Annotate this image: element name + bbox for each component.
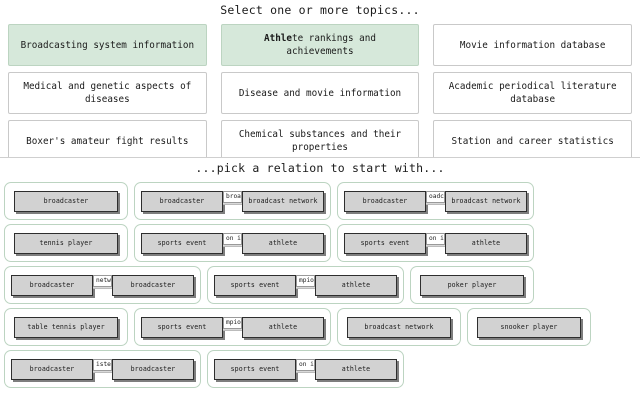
relations-scroll-area[interactable]: broadcasterbroadcasterbroadcast abroadca… [0, 180, 640, 414]
topic-card-label: Chemical substances and their properties [238, 129, 402, 153]
relation-card[interactable]: table tennis player [4, 308, 128, 346]
topic-card[interactable]: Athlete rankings and achievements [220, 24, 420, 66]
relation-card[interactable]: tennis player [4, 224, 128, 262]
relation-node-right: athlete [315, 358, 397, 380]
relation-card[interactable]: sports eventmpion in douathlete [207, 266, 404, 304]
topic-card-label: Boxer's amateur fight results [26, 135, 189, 147]
relation-node-left: broadcaster [141, 190, 223, 212]
topics-grid: Broadcasting system information Athlete r… [0, 22, 640, 157]
relation-node-left: sports event [214, 358, 296, 380]
relation-edge: on in double [426, 232, 445, 254]
relation-node-left: sports event [344, 232, 426, 254]
relation-node-right: athlete [315, 274, 397, 296]
relation-edge: mpion in dou [296, 274, 315, 296]
relation-edge: on in double [296, 358, 315, 380]
relation-node-right: broadcast network [242, 190, 324, 212]
topic-card[interactable]: Broadcasting system information [8, 24, 207, 66]
topic-card-label: Disease and movie information [238, 87, 402, 99]
relation-card[interactable]: broadcaster [4, 182, 128, 220]
relation-node-left: sports event [141, 232, 223, 254]
relation-edge-label: ister statio [93, 359, 112, 371]
relation-node-right: athlete [242, 316, 324, 338]
relation-node-left: broadcast network [347, 316, 451, 338]
relation-edge-label: mpion in sin [223, 317, 242, 329]
relation-edge-label: oadcast netw [426, 191, 445, 203]
topics-heading: Select one or more topics... [220, 3, 420, 17]
relation-edge: oadcast netw [426, 190, 445, 212]
relation-card[interactable]: poker player [410, 266, 534, 304]
topic-card[interactable]: Boxer's amateur fight results [8, 120, 207, 157]
relation-card[interactable]: sports eventmpion in sinathlete [134, 308, 331, 346]
topic-card[interactable]: Medical and genetic aspects of diseases [8, 72, 207, 114]
relation-node-right: athlete [242, 232, 324, 254]
topics-scroll-area[interactable]: Broadcasting system information Athlete r… [0, 22, 640, 158]
relation-edge-label: mpion in dou [296, 275, 315, 287]
topic-card[interactable]: Station and career statistics [433, 120, 632, 157]
relation-node-left: poker player [420, 274, 524, 296]
relation-node-right: broadcaster [112, 358, 194, 380]
relation-edge-label: on in double [296, 359, 315, 371]
relations-heading: ...pick a relation to start with... [195, 161, 445, 175]
relation-edge-label: on in double [426, 233, 445, 245]
topic-card-label: Movie information database [459, 39, 606, 51]
relation-node-left: sports event [141, 316, 223, 338]
topic-card[interactable]: Movie information database [433, 24, 632, 66]
topic-card-label: Athlete rankings and achievements [264, 33, 376, 57]
relation-edge: ister statio [93, 358, 112, 380]
relation-edge-label: broadcast a [223, 191, 242, 203]
relation-node-left: broadcaster [14, 190, 118, 212]
relation-node-left: broadcaster [11, 358, 93, 380]
relation-edge: mpion in sin [223, 316, 242, 338]
topic-card-label: Medical and genetic aspects of diseases [23, 81, 192, 105]
relation-node-left: broadcaster [11, 274, 93, 296]
relation-node-left: sports event [214, 274, 296, 296]
relation-node-right: broadcast network [445, 190, 527, 212]
topic-card-label: Broadcasting system information [20, 39, 195, 51]
relation-card[interactable]: broadcasterister statiobroadcaster [4, 350, 201, 388]
relation-edge: broadcast a [223, 190, 242, 212]
relation-card[interactable]: broadcasternetworkbroadcaster [4, 266, 201, 304]
topic-card[interactable]: Academic periodical literature database [433, 72, 632, 114]
relation-node-left: table tennis player [14, 316, 118, 338]
relation-node-right: broadcaster [112, 274, 194, 296]
relations-grid: broadcasterbroadcasterbroadcast abroadca… [0, 180, 640, 388]
relation-edge-label: on in mixed [223, 233, 242, 245]
relation-node-right: athlete [445, 232, 527, 254]
topic-card-label: Academic periodical literature database [448, 81, 617, 105]
topic-card[interactable]: Disease and movie information [220, 72, 420, 114]
relation-node-left: snooker player [477, 316, 581, 338]
relation-card[interactable]: snooker player [467, 308, 591, 346]
relation-edge: network [93, 274, 112, 296]
relation-card[interactable]: broadcast network [337, 308, 461, 346]
topic-card-label: Station and career statistics [451, 135, 614, 147]
topic-card[interactable]: Chemical substances and their properties [220, 120, 420, 157]
relation-node-left: broadcaster [344, 190, 426, 212]
relation-node-left: tennis player [14, 232, 118, 254]
relation-edge: on in mixed [223, 232, 242, 254]
relation-edge-label: network [93, 275, 112, 287]
